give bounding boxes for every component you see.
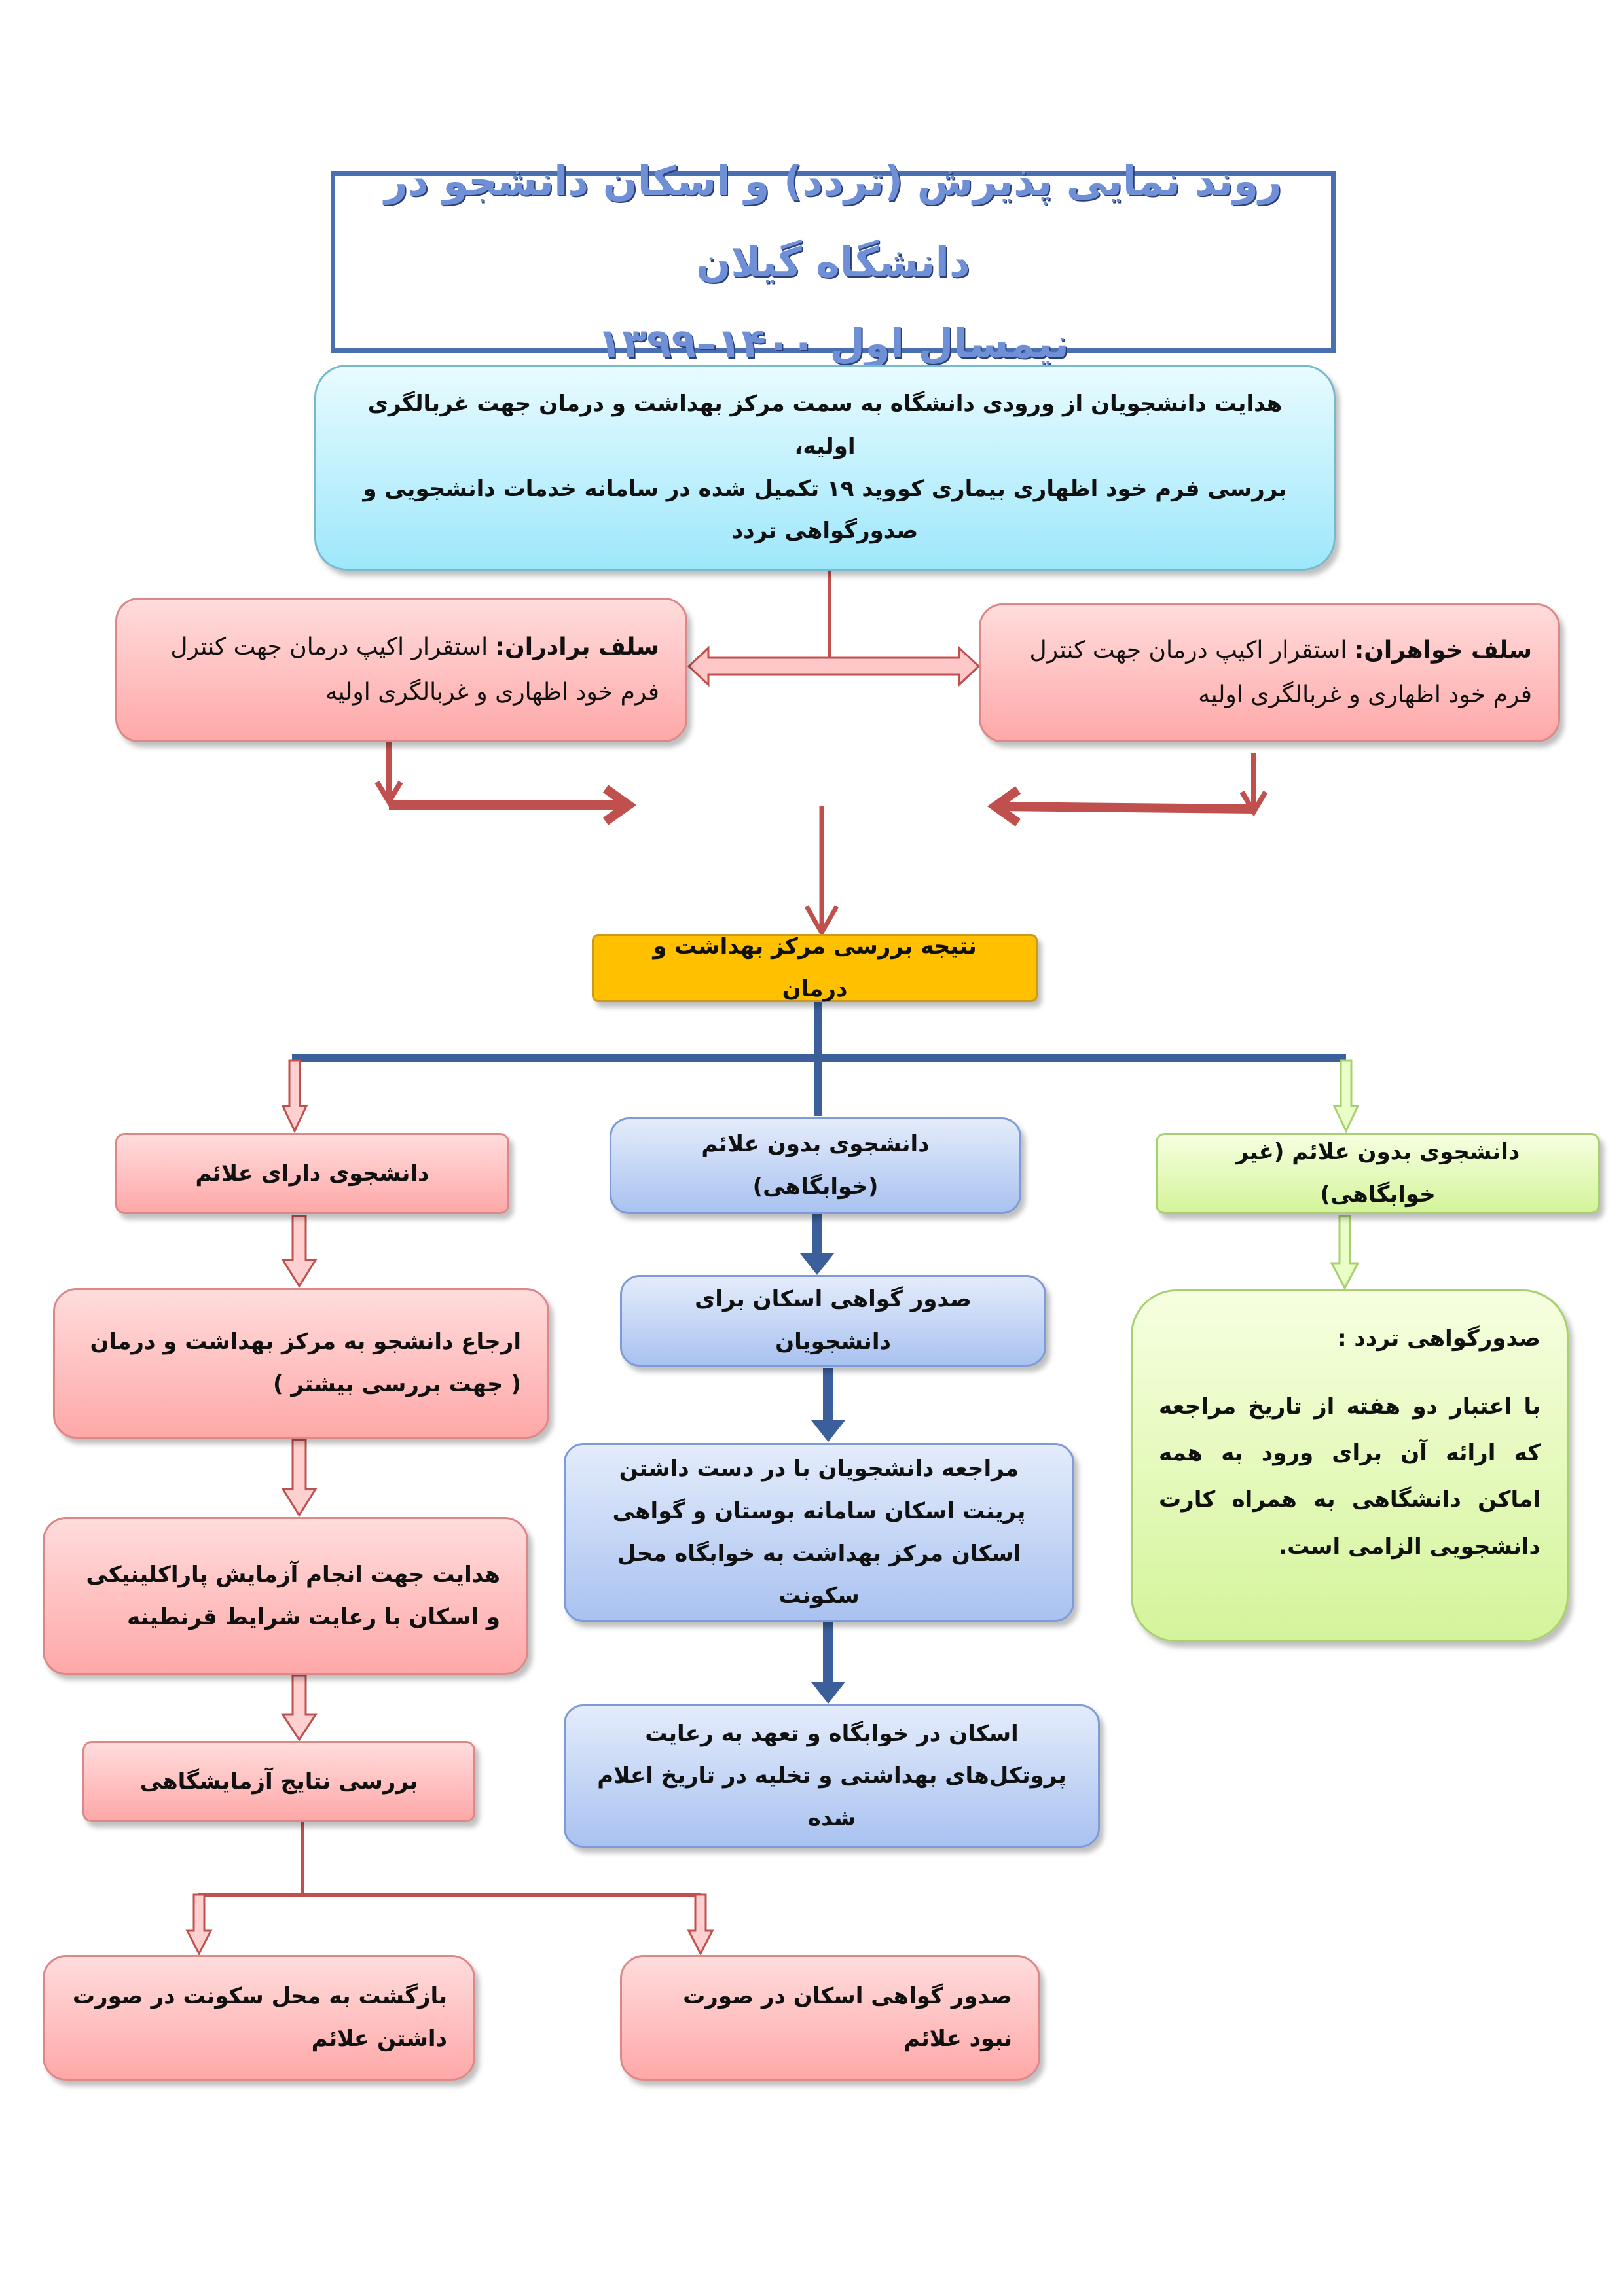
arrow-merge-left (389, 785, 637, 825)
dorm-step-stay: اسکان در خوابگاه و تعهد به رعایت پروتکل‌… (564, 1704, 1100, 1848)
arrow-dorm-1 (800, 1214, 834, 1275)
double-arrow-brothers-sisters (687, 645, 981, 687)
brothers-box: سلف برادران: استقرار اکیپ درمان جهت کنتر… (115, 598, 687, 742)
outcome-return-home: بازگشت به محل سکونت در صورت داشتن علائم (43, 1955, 475, 2081)
arrow-to-return (185, 1893, 213, 1956)
dorm-step-visit: مراجعه دانشجویان با در دست داشتن پرینت ا… (564, 1443, 1074, 1622)
symptomatic-step-paraclinical: هدایت جهت انجام آزمایش پاراکلینیکی و اسک… (43, 1517, 528, 1675)
arrow-to-symptomatic (281, 1059, 308, 1134)
dorm-step-certificate: صدور گواهی اسکان برای دانشجویان (620, 1275, 1046, 1367)
brothers-text: استقرار اکیپ درمان جهت کنترل فرم خود اظه… (170, 634, 659, 706)
arrow-brothers-down (374, 742, 403, 807)
nondorm-certificate-box: صدورگواهی تردد : با اعتبار دو هفته از تا… (1131, 1289, 1569, 1642)
arrow-to-nondorm (1332, 1059, 1360, 1134)
nondorm-head: دانشجوی بدون علائم (غیر خوابگاهی) (1156, 1133, 1600, 1214)
intro-line-3: صدورگواهی تردد (731, 518, 919, 545)
arrow-dorm-2 (811, 1368, 845, 1442)
outcome-housing-certificate: صدور گواهی اسکان در صورت نبود علائم (620, 1955, 1040, 2081)
sisters-text: استقرار اکیپ درمان جهت کنترل فرم خود اظه… (1029, 636, 1532, 708)
arrow-sisters-down (1239, 753, 1268, 817)
arrow-symptomatic-3 (281, 1674, 318, 1742)
dorm-head: دانشجوی بدون علائم (خوابگاهی) (610, 1117, 1021, 1214)
arrow-merge-right (987, 786, 1254, 827)
title-line-2: نیمسال اول ۱۴۰۰–۱۳۹۹ (597, 319, 1069, 367)
intro-box: هدایت دانشجویان از ورودی دانشگاه به سمت … (314, 365, 1336, 571)
intro-line-2: بررسی فرم خود اظهاری بیماری کووید ۱۹ تکم… (363, 475, 1287, 502)
arrow-dorm-3 (811, 1622, 845, 1704)
symptomatic-head: دانشجوی دارای علائم (115, 1133, 509, 1214)
arrow-to-cert (687, 1893, 714, 1956)
nondorm-cert-text: با اعتبار دو هفته از تاریخ مراجعه که ارا… (1159, 1393, 1541, 1560)
title-line-1: روند نمایی پذیرش (تردد) و اسکان دانشجو د… (384, 156, 1282, 286)
result-box: نتیجه بررسی مرکز بهداشت و درمان (592, 933, 1038, 1002)
arrow-symptomatic-1 (281, 1215, 318, 1288)
page-title: روند نمایی پذیرش (تردد) و اسکان دانشجو د… (331, 157, 1336, 367)
symptomatic-step-lab-results: بررسی نتایج آزمایشگاهی (82, 1741, 475, 1822)
sisters-box: سلف خواهران: استقرار اکیپ درمان جهت کنتر… (979, 603, 1560, 742)
brothers-label: سلف برادران: (495, 634, 659, 661)
arrow-to-result (804, 806, 839, 938)
arrow-symptomatic-2 (281, 1439, 318, 1517)
intro-line-1: هدایت دانشجویان از ورودی دانشگاه به سمت … (367, 391, 1283, 459)
sisters-label: سلف خواهران: (1354, 636, 1532, 664)
nondorm-cert-title: صدورگواهی تردد : (1337, 1325, 1541, 1352)
symptomatic-step-referral: ارجاع دانشجو به مرکز بهداشت و درمان ( جه… (53, 1288, 549, 1439)
arrow-nondorm-1 (1330, 1215, 1360, 1291)
